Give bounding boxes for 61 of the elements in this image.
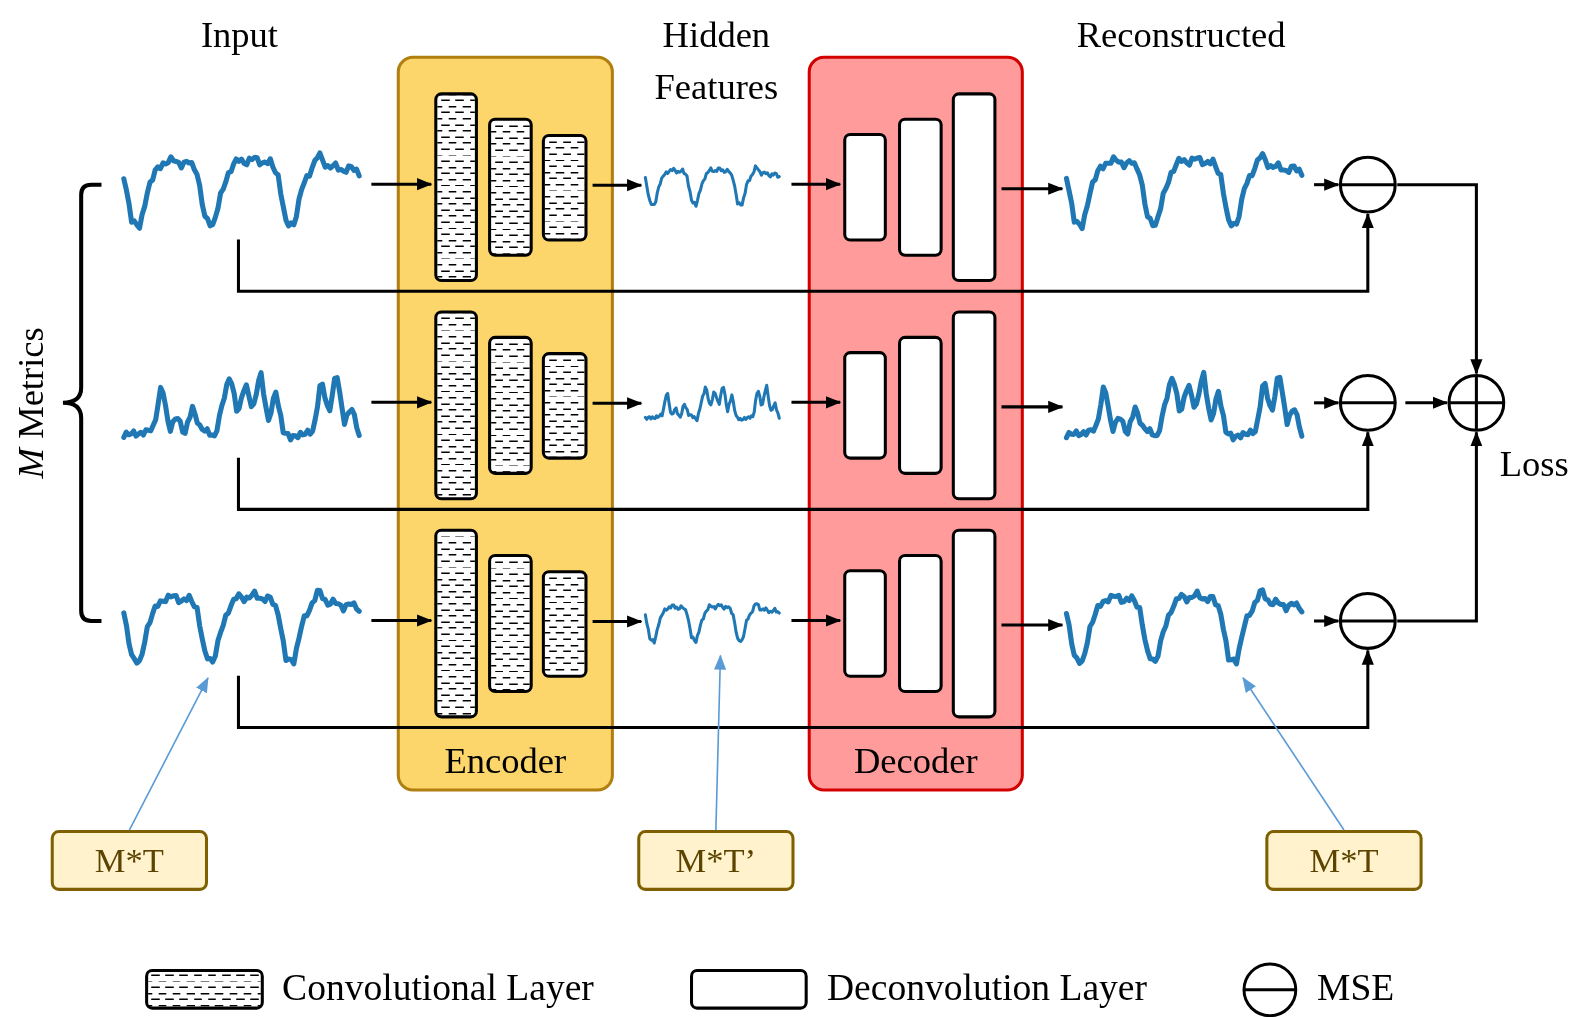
arrow xyxy=(371,178,433,191)
column-heading: Input xyxy=(199,13,280,57)
leader-line xyxy=(714,654,727,831)
conv-layer-block xyxy=(434,528,478,719)
deconv-layer-block xyxy=(843,569,887,678)
arrow xyxy=(791,614,842,627)
conv-layer-block xyxy=(541,570,588,678)
legend-label: Convolutional Layer xyxy=(282,966,594,1010)
legend-label: MSE xyxy=(1317,966,1395,1010)
arrow xyxy=(1405,396,1448,409)
deconv-layer-block xyxy=(843,132,887,242)
arrow xyxy=(1001,618,1064,632)
layer-group-panel xyxy=(807,55,1024,792)
axis-label: M Metrics xyxy=(9,326,52,481)
layer-group-panel xyxy=(396,55,614,792)
size-tag: M*T xyxy=(1265,830,1423,891)
mse-operator-symbol xyxy=(1338,373,1398,433)
conv-layer-block xyxy=(488,335,533,475)
mse-operator-symbol xyxy=(1338,591,1398,651)
conv-layer-block xyxy=(541,352,588,460)
deconv-layer-block xyxy=(898,554,943,694)
arrow xyxy=(592,397,643,410)
deconv-layer-block xyxy=(898,117,943,257)
conv-layer-block xyxy=(488,554,533,694)
arrow xyxy=(592,179,643,192)
conv-layer-block xyxy=(434,310,478,501)
arrow xyxy=(1397,431,1483,623)
arrow xyxy=(371,396,433,409)
arrow xyxy=(236,213,1374,293)
conv-layer-block xyxy=(434,92,478,283)
arrow xyxy=(236,649,1374,730)
arrow xyxy=(371,614,433,627)
legend-label: Deconvolution Layer xyxy=(827,966,1148,1010)
arrow xyxy=(1314,614,1340,628)
deconv-layer-block xyxy=(951,92,997,283)
deconv-layer-block xyxy=(951,528,997,719)
size-tag: M*T xyxy=(50,830,208,891)
deconv-layer-block xyxy=(898,335,943,475)
leader-line xyxy=(128,676,209,831)
column-heading: Hidden Features xyxy=(653,13,780,110)
deconv-layer-block xyxy=(951,310,997,501)
arrow xyxy=(236,431,1374,511)
arrow xyxy=(1001,182,1064,195)
size-tag: M*T’ xyxy=(637,830,795,891)
mse-operator-symbol xyxy=(1338,155,1398,215)
loss-label: Loss xyxy=(1499,442,1569,486)
arrow xyxy=(1314,396,1340,409)
conv-layer-block xyxy=(488,117,533,257)
conv-layer-block xyxy=(541,133,588,242)
arrow xyxy=(791,178,842,191)
arrow xyxy=(791,396,842,409)
deconv-layer-block xyxy=(843,351,887,460)
arrow xyxy=(1397,183,1483,375)
arrow xyxy=(1314,178,1340,191)
arrow xyxy=(1001,400,1064,413)
arrow xyxy=(592,615,643,628)
leader-line xyxy=(1242,676,1345,831)
sum-operator-symbol xyxy=(1446,373,1506,433)
group-title: Decoder xyxy=(852,739,979,783)
group-title: Encoder xyxy=(443,739,568,783)
column-heading: Reconstructed xyxy=(1075,13,1287,57)
